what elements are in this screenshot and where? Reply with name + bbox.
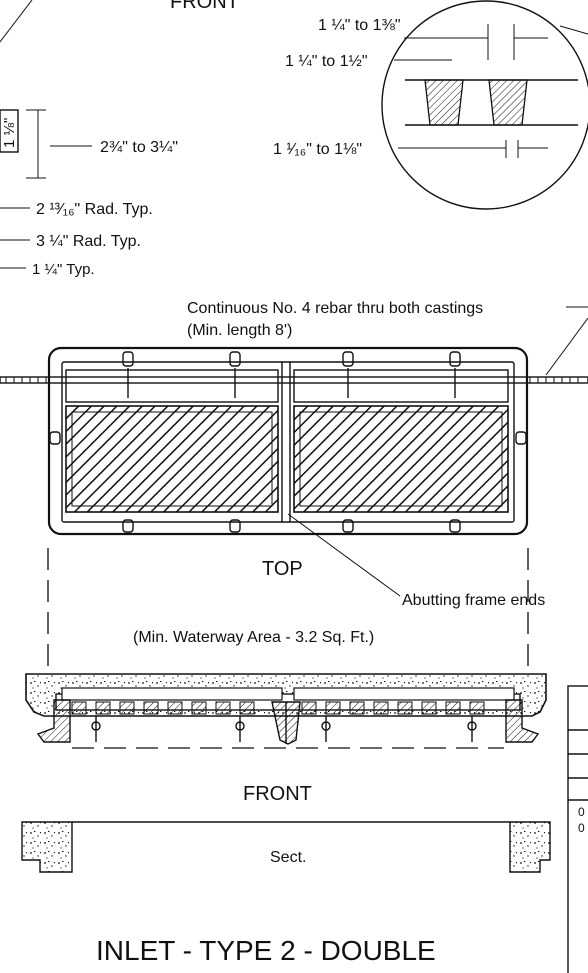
dim-bottom-gap-label: 1 ¹⁄₁₆" to 1⅛": [273, 141, 362, 158]
dim-vertical-box: [0, 109, 19, 153]
dim-depth-label: 2¾" to 3¼": [100, 139, 178, 156]
note-rad-small: 2 ¹³⁄₁₆" Rad. Typ.: [36, 201, 153, 218]
grate-left-inner: [71, 411, 273, 507]
frame-top-right: [293, 687, 515, 701]
hanger-loops: [91, 716, 477, 742]
frame-end-left: [36, 699, 71, 743]
title-block-row-1: 0: [578, 805, 585, 819]
section-label: Sect.: [270, 849, 306, 866]
frame-top-left: [61, 687, 283, 701]
title-block: 0 0: [567, 685, 588, 973]
waterway-label: (Min. Waterway Area - 3.2 Sq. Ft.): [133, 629, 374, 646]
bar-section-right: [488, 79, 528, 126]
section-block-right: [509, 821, 551, 873]
section-view: Sect.: [21, 821, 551, 873]
dim-vertical-label: 1 ⅛": [1, 118, 18, 148]
rebar-note-line1: Continuous No. 4 rebar thru both casting…: [187, 300, 483, 317]
title-block-frame: [567, 685, 588, 973]
grate-right-inner: [299, 411, 503, 507]
note-rad-large: 3 ¼" Rad. Typ.: [36, 233, 141, 250]
section-block-left: [21, 821, 73, 873]
note-typ: 1 ¼" Typ.: [32, 261, 95, 278]
frame-end-right: [505, 699, 540, 743]
grate-left: [65, 405, 279, 513]
leader-line: [545, 317, 588, 376]
leader-line: [287, 513, 401, 597]
rebar-note-line2: (Min. length 8'): [187, 322, 292, 339]
grate-bars: [71, 701, 485, 715]
leader-line: [559, 25, 588, 35]
detail-circle: [381, 0, 588, 210]
crossbar-left: [65, 369, 279, 403]
grate-right: [293, 405, 509, 513]
front-view: FRONT: [25, 673, 547, 805]
rebar-ribs: [5, 377, 579, 383]
top-view: Continuous No. 4 rebar thru both casting…: [0, 300, 588, 672]
frame-outer: [47, 346, 529, 536]
drawing-title: INLET - TYPE 2 - DOUBLE: [96, 935, 436, 966]
tie-tabs: [49, 351, 527, 533]
crossbar-right: [293, 369, 509, 403]
leader-line: [0, 0, 33, 43]
frame-inner: [61, 361, 515, 523]
detail-front-title: FRONT: [170, 0, 239, 13]
title-block-row-2: 0: [578, 821, 585, 835]
top-view-label: TOP: [262, 558, 303, 580]
dim-top-gap-label: 1 ¼" to 1⅜": [318, 17, 401, 34]
dim-bar-width-label: 1 ¼" to 1½": [285, 53, 368, 70]
front-view-label: FRONT: [243, 783, 312, 805]
abutting-label: Abutting frame ends: [402, 592, 545, 609]
bar-section-left: [424, 79, 464, 126]
detail-section: FRONT 1 ¼" to 1⅜" 1 ¼" to 1½" 1 ¹⁄₁₆" to…: [0, 0, 588, 278]
